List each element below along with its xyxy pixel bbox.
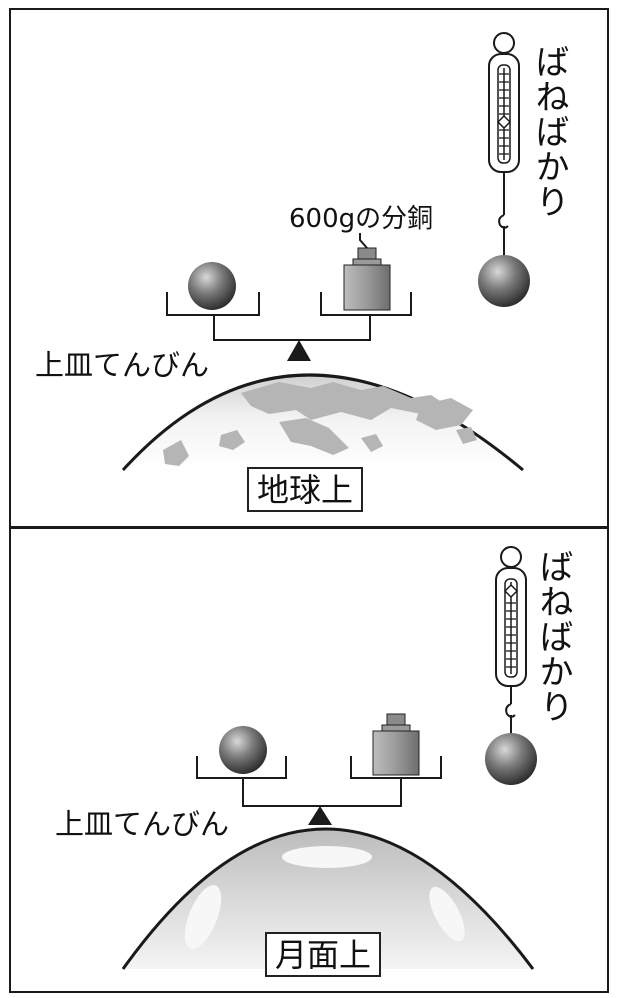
weight xyxy=(372,713,420,776)
right-pan xyxy=(350,756,442,779)
moon-scene xyxy=(121,546,537,970)
left-pan xyxy=(196,756,287,779)
ball xyxy=(188,262,236,310)
scale-pointer xyxy=(503,583,519,599)
place-label: 月面上 xyxy=(265,932,382,977)
place-label: 地球上 xyxy=(247,467,364,512)
weight-600g xyxy=(343,247,391,311)
moon-spring-scale xyxy=(485,546,537,785)
continent-shapes xyxy=(163,382,477,466)
hanging-ball xyxy=(478,255,530,307)
top-pan-balance xyxy=(166,233,412,361)
earth-panel: 600gの分銅 ばねばかり 上皿てんびん 地球上 xyxy=(9,8,609,528)
weight-leader-line xyxy=(359,233,368,249)
crater-shapes xyxy=(184,846,465,949)
right-pan xyxy=(320,292,412,316)
hook xyxy=(498,214,509,229)
earth-scene xyxy=(121,32,530,472)
hook xyxy=(505,703,516,718)
fulcrum xyxy=(308,806,332,825)
scale-pointer xyxy=(496,114,512,130)
moon-pan-balance xyxy=(196,713,442,825)
spring-scale-label: ばねばかり xyxy=(529,44,569,219)
hanging-ball xyxy=(485,733,537,785)
moon-globe xyxy=(121,827,535,970)
top-spring-scale xyxy=(478,32,530,307)
weight-label: 600gの分銅 xyxy=(289,204,434,234)
moon-panel: ばねばかり 上皿てんびん 月面上 xyxy=(9,527,609,993)
balance-label: 上皿てんびん xyxy=(35,348,210,382)
ball xyxy=(219,726,267,774)
fulcrum xyxy=(287,340,311,361)
spring-scale-label: ばねばかり xyxy=(533,549,573,724)
balance-label: 上皿てんびん xyxy=(55,807,230,841)
left-pan xyxy=(166,292,260,316)
earth-globe xyxy=(121,373,524,472)
